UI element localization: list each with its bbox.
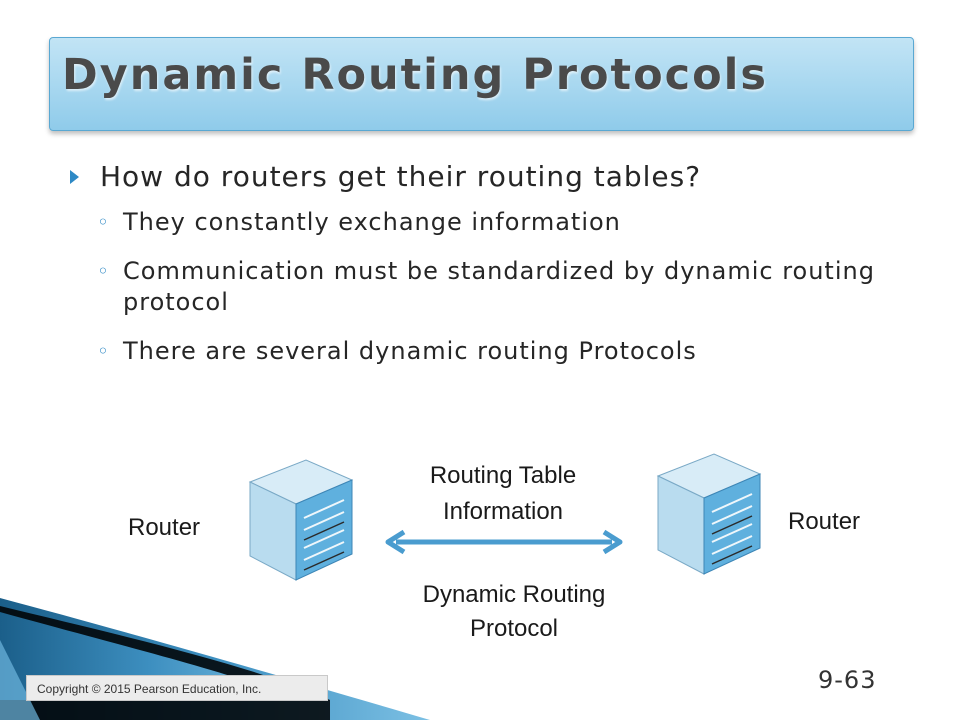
sub-bullet-text: They constantly exchange information (123, 208, 621, 236)
sub-bullet: ◦ They constantly exchange information (70, 207, 910, 238)
title-banner (49, 37, 914, 131)
sub-bullet-text: There are several dynamic routing Protoc… (123, 337, 697, 365)
triangle-bullet-icon (70, 170, 79, 184)
right-router-label: Router (788, 508, 861, 535)
router-icon (656, 453, 762, 575)
left-router-label: Router (128, 514, 201, 541)
circle-bullet-icon: ◦ (97, 259, 110, 283)
bullet-list: How do routers get their routing tables?… (70, 160, 910, 385)
copyright-notice: Copyright © 2015 Pearson Education, Inc. (26, 675, 328, 701)
sub-bullet: ◦ There are several dynamic routing Prot… (70, 336, 910, 367)
sub-bullet-text: Communication must be standardized by dy… (123, 257, 875, 316)
circle-bullet-icon: ◦ (97, 339, 110, 363)
main-bullet-text: How do routers get their routing tables? (100, 160, 702, 193)
double-arrow-icon (385, 529, 623, 555)
page-number: 9-63 (818, 666, 877, 694)
router-icon (248, 459, 354, 581)
slide-title: Dynamic Routing Protocols (62, 50, 769, 100)
protocol-label: Dynamic Routing Protocol (422, 581, 606, 642)
main-bullet: How do routers get their routing tables? (70, 160, 910, 193)
sub-bullet: ◦ Communication must be standardized by … (70, 256, 910, 318)
routing-table-label: Routing Table Information (429, 462, 577, 525)
circle-bullet-icon: ◦ (97, 210, 110, 234)
